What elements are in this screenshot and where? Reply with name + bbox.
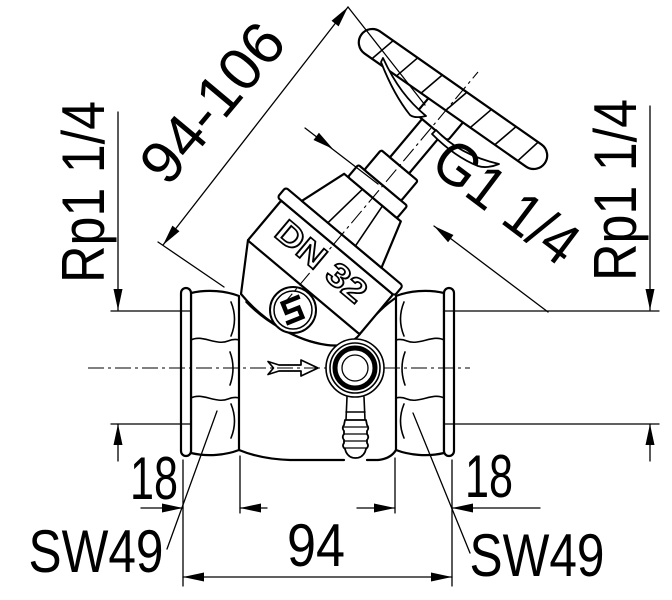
dim-port-thread-right-label: Rp1 1/4 [582,99,649,281]
ext-lines [110,310,192,425]
port-neck [345,396,366,421]
dim-port-thread-right: Rp1 1/4 [444,99,660,462]
left-face-ring [179,286,193,458]
right-face-ring [442,286,456,458]
dim-thread-depth-right-label: 18 [465,443,513,510]
ext-line-upper [347,6,426,106]
union-nut-facets [327,188,384,247]
handwheel-spoke-left [380,57,427,119]
leader-line [166,410,218,550]
ext-lines [444,310,660,425]
dim-height-range-label: 94-106 [126,9,298,196]
left-flange-lobes [190,337,240,401]
measuring-port [325,338,385,459]
body-bottom-edge [237,448,398,462]
callout-wrench-right: SW49 [412,412,605,589]
callout-wrench-left-label: SW49 [29,518,164,585]
callout-wrench-left: SW49 [29,410,218,585]
left-port [179,286,241,458]
right-port [394,286,456,458]
drain-nipple [341,419,370,459]
handwheel-spoke-right [431,129,500,168]
ext-lines [182,455,241,587]
ext-line-lower [157,241,225,288]
port-bore [341,354,369,382]
dim-port-thread-left: Rp1 1/4 [50,101,192,462]
ext-lines [394,457,453,587]
left-flange [189,289,241,457]
manufacturer-logo-icon [269,286,317,334]
dim-thread-depth-right: 18 [356,443,541,587]
dim-face-to-face-label: 94 [287,512,345,579]
centerlines [88,71,479,369]
dim-port-thread-left-label: Rp1 1/4 [50,101,117,283]
nipple-threads [343,426,368,449]
stem-centerline [281,71,479,307]
dim-face-to-face: 94 [182,512,453,582]
leader-line [412,412,471,554]
dim-thread-depth-left-label: 18 [130,445,178,512]
handwheel [357,27,549,171]
right-flange [394,289,446,457]
dim-line [162,6,349,246]
right-flange-lobes [395,337,445,401]
callout-wrench-right-label: SW49 [470,522,605,589]
right-flange-chamfers [399,301,406,439]
dim-thread-depth-left: 18 [130,445,268,587]
handwheel-rim-segments [371,39,539,162]
